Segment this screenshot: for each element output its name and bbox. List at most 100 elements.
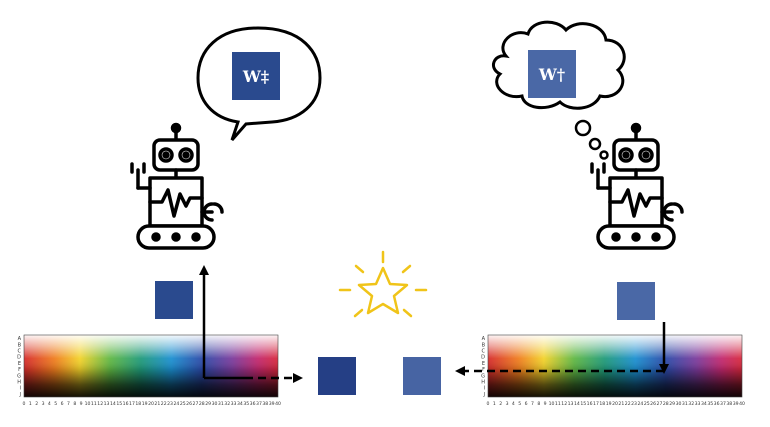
thought-dot-medium bbox=[588, 137, 602, 151]
grid-column-label: 14 bbox=[110, 401, 116, 407]
grid-row-label: F bbox=[482, 367, 485, 373]
grid-column-label: 6 bbox=[61, 401, 64, 407]
grid-column-label: 11 bbox=[91, 401, 97, 407]
grid-column-label: 5 bbox=[54, 401, 57, 407]
grid-column-label: 37 bbox=[256, 401, 262, 407]
grid-column-label: 26 bbox=[186, 401, 192, 407]
grid-column-label: 18 bbox=[599, 401, 605, 407]
grid-column-label: 22 bbox=[161, 401, 167, 407]
grid-row-label: J bbox=[483, 392, 485, 398]
grid-column-label: 8 bbox=[537, 401, 540, 407]
grid-column-label: 27 bbox=[657, 401, 663, 407]
grid-column-label: 33 bbox=[695, 401, 701, 407]
grid-column-label: 39 bbox=[733, 401, 739, 407]
grid-column-label: 15 bbox=[580, 401, 586, 407]
grid-column-label: 29 bbox=[205, 401, 211, 407]
grid-column-label: 20 bbox=[612, 401, 618, 407]
grid-column-label: 28 bbox=[663, 401, 669, 407]
grid-column-label: 29 bbox=[669, 401, 675, 407]
left-flow-arrows bbox=[199, 265, 303, 383]
robot-right-icon bbox=[590, 122, 684, 250]
grid-column-label: 39 bbox=[269, 401, 275, 407]
grid-column-label: 19 bbox=[142, 401, 148, 407]
grid-row-label: J bbox=[19, 392, 21, 398]
grid-column-label: 34 bbox=[237, 401, 243, 407]
speech-bubble: W‡ bbox=[196, 26, 322, 141]
grid-tone-band bbox=[24, 335, 278, 397]
grid-column-label: 24 bbox=[637, 401, 643, 407]
left-held-color-square bbox=[155, 281, 193, 319]
grid-column-label: 40 bbox=[275, 401, 281, 407]
grid-column-label: 7 bbox=[531, 401, 534, 407]
thought-dot-large bbox=[574, 119, 592, 137]
grid-column-label: 2 bbox=[35, 401, 38, 407]
grid-column-label: 11 bbox=[555, 401, 561, 407]
grid-column-label: 36 bbox=[714, 401, 720, 407]
grid-column-label: 22 bbox=[625, 401, 631, 407]
robot-left-icon bbox=[130, 122, 224, 250]
speech-text: W‡ bbox=[242, 67, 269, 86]
grid-column-label: 4 bbox=[48, 401, 51, 407]
grid-row-label: G bbox=[17, 373, 21, 379]
grid-column-label: 35 bbox=[707, 401, 713, 407]
grid-column-label: 31 bbox=[218, 401, 224, 407]
grid-column-label: 36 bbox=[250, 401, 256, 407]
thought-text: W† bbox=[538, 65, 565, 84]
grid-column-label: 31 bbox=[682, 401, 688, 407]
right-flow-arrows bbox=[455, 322, 669, 376]
thought-color-chip bbox=[528, 50, 576, 98]
grid-column-label: 37 bbox=[720, 401, 726, 407]
grid-row-label: A bbox=[482, 336, 486, 342]
grid-row-label: E bbox=[482, 361, 485, 367]
grid-column-label: 9 bbox=[80, 401, 83, 407]
grid-column-label: 7 bbox=[67, 401, 70, 407]
grid-column-label: 6 bbox=[525, 401, 528, 407]
grid-row-label: I bbox=[484, 386, 485, 392]
grid-frame bbox=[487, 334, 743, 398]
grid-row-label: E bbox=[18, 361, 21, 367]
grid-column-label: 12 bbox=[561, 401, 567, 407]
speech-color-chip bbox=[232, 52, 280, 100]
success-star-icon bbox=[338, 250, 428, 318]
grid-column-label: 27 bbox=[193, 401, 199, 407]
right-target-color-square bbox=[403, 357, 441, 395]
grid-column-label: 33 bbox=[231, 401, 237, 407]
grid-column-label: 23 bbox=[167, 401, 173, 407]
grid-row-label: B bbox=[18, 342, 22, 348]
grid-row-label: A bbox=[18, 336, 22, 342]
grid-column-label: 1 bbox=[29, 401, 32, 407]
grid-row-label: D bbox=[17, 355, 21, 361]
grid-column-label: 0 bbox=[487, 401, 490, 407]
grid-column-label: 5 bbox=[518, 401, 521, 407]
grid-column-label: 23 bbox=[631, 401, 637, 407]
grid-column-label: 28 bbox=[199, 401, 205, 407]
grid-column-label: 3 bbox=[42, 401, 45, 407]
grid-column-label: 34 bbox=[701, 401, 707, 407]
grid-row-label: B bbox=[482, 342, 486, 348]
grid-column-label: 12 bbox=[97, 401, 103, 407]
grid-column-label: 16 bbox=[123, 401, 129, 407]
grid-column-label: 0 bbox=[23, 401, 26, 407]
grid-column-label: 20 bbox=[148, 401, 154, 407]
grid-column-label: 21 bbox=[154, 401, 160, 407]
thought-dot-small bbox=[599, 150, 609, 160]
grid-column-label: 18 bbox=[135, 401, 141, 407]
grid-row-label: H bbox=[481, 380, 485, 386]
grid-column-label: 16 bbox=[587, 401, 593, 407]
grid-column-label: 32 bbox=[688, 401, 694, 407]
grid-column-label: 26 bbox=[650, 401, 656, 407]
grid-column-label: 35 bbox=[243, 401, 249, 407]
grid-column-label: 4 bbox=[512, 401, 515, 407]
grid-column-label: 38 bbox=[262, 401, 268, 407]
grid-column-label: 8 bbox=[73, 401, 76, 407]
thought-bubble: W† bbox=[491, 20, 626, 160]
grid-row-label: G bbox=[481, 373, 485, 379]
right-held-color-square bbox=[617, 282, 655, 320]
grid-column-label: 15 bbox=[116, 401, 122, 407]
